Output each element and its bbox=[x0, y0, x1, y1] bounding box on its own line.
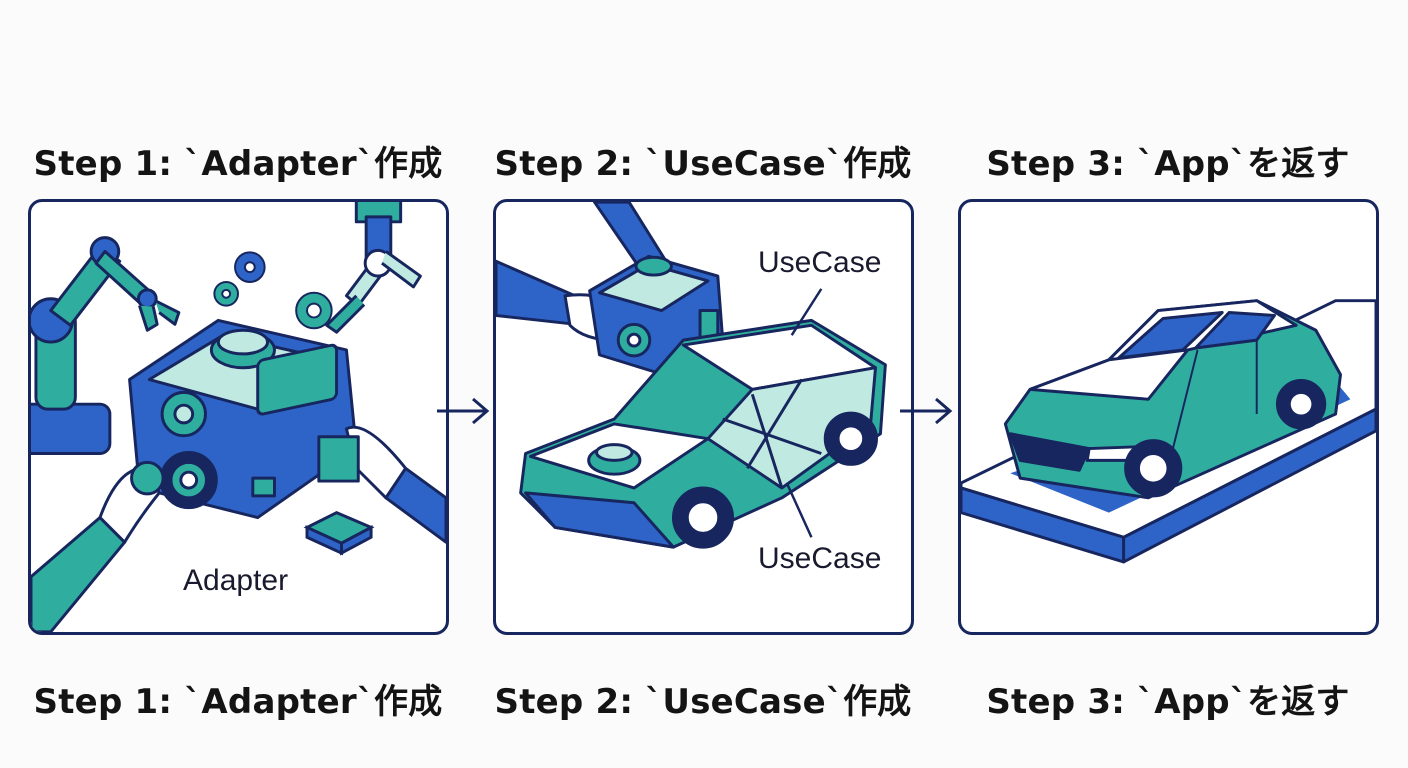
arrow-right-icon bbox=[437, 397, 490, 425]
leader-line-bottom bbox=[785, 482, 813, 538]
car-icon bbox=[1003, 299, 1342, 500]
step-3-title-bottom: Step 3: `App`を返す bbox=[986, 682, 1350, 722]
step-2-panel: UseCase UseCase bbox=[493, 199, 914, 635]
step-1-panel: Adapter bbox=[28, 199, 449, 635]
step-2-title-top: Step 2: `UseCase`作成 bbox=[494, 144, 912, 184]
usecase-assembly-illustration bbox=[496, 202, 887, 549]
step-1-title-bottom: Step 1: `Adapter`作成 bbox=[33, 682, 443, 722]
adapter-assembly-illustration bbox=[31, 202, 446, 632]
arrow-right-icon bbox=[900, 397, 953, 425]
usecase-label-top: UseCase bbox=[758, 246, 882, 279]
gear-icon bbox=[213, 251, 333, 330]
step-1-title-top: Step 1: `Adapter`作成 bbox=[33, 144, 443, 184]
step-3-title-top: Step 3: `App`を返す bbox=[986, 144, 1350, 184]
robot-arm-left-icon bbox=[31, 236, 181, 455]
robot-arm-right-icon bbox=[325, 202, 422, 334]
hand-icon bbox=[31, 425, 446, 632]
leader-line-top bbox=[790, 288, 823, 336]
step-3-panel bbox=[958, 199, 1379, 635]
step-2-title-bottom: Step 2: `UseCase`作成 bbox=[494, 682, 912, 722]
finished-car-illustration bbox=[961, 299, 1376, 564]
adapter-label: Adapter bbox=[183, 564, 289, 597]
chip-icon bbox=[303, 510, 375, 556]
car-frame-icon bbox=[519, 318, 887, 549]
usecase-label-bottom: UseCase bbox=[758, 542, 882, 575]
engine-block-icon bbox=[128, 318, 358, 520]
